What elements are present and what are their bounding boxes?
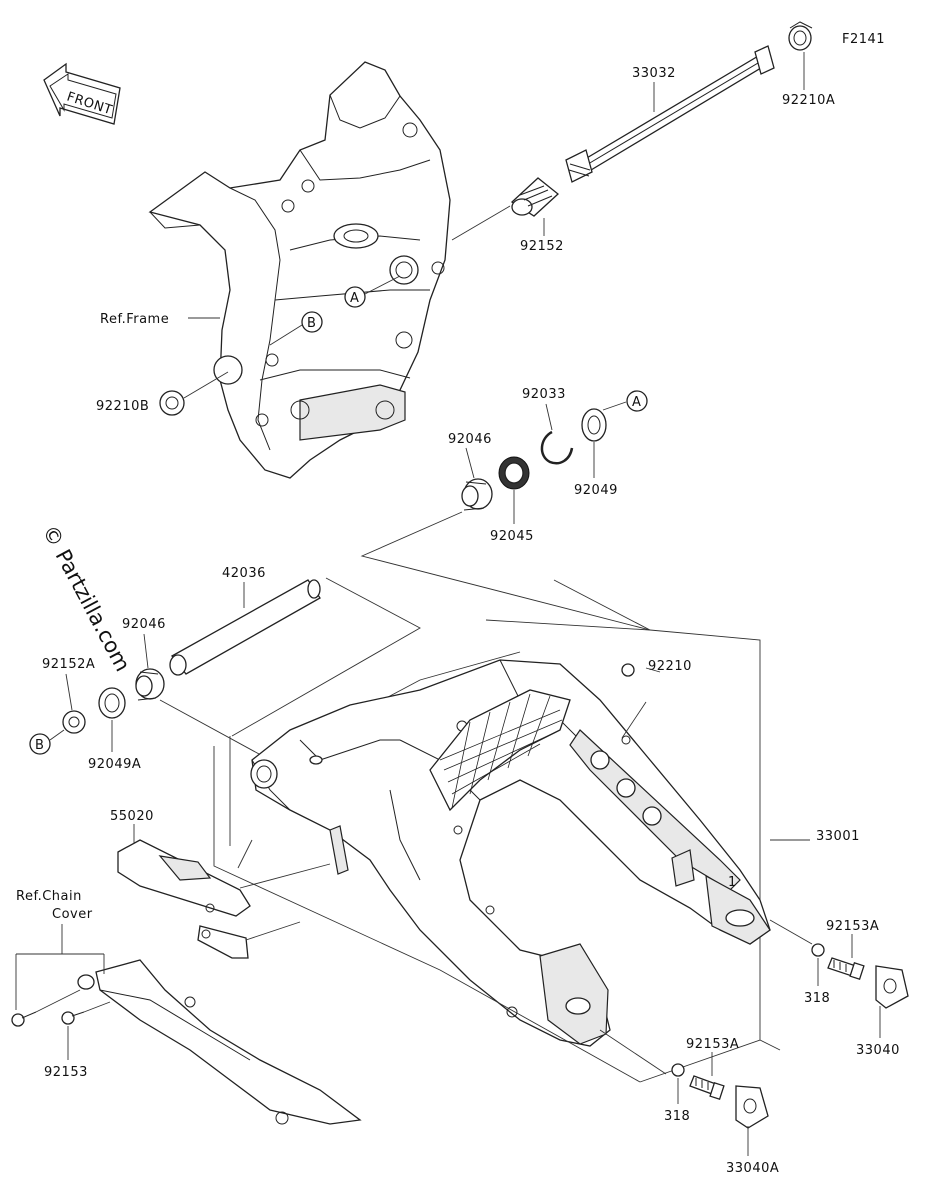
label-318-bottom: 318	[664, 1109, 690, 1124]
label-42036: 42036	[222, 566, 266, 581]
chain-guard-55020	[117, 839, 251, 959]
sleeve-42036	[169, 579, 321, 676]
bolt-92153a-bottom	[689, 1075, 725, 1101]
bearing-92045	[498, 456, 530, 490]
collar-92152a	[62, 710, 86, 734]
callout-b-collar: B	[29, 729, 65, 755]
svg-text:B: B	[35, 738, 44, 753]
label-318-right: 318	[804, 991, 830, 1006]
svg-text:1: 1	[728, 875, 737, 890]
watermark: © Partzilla.com	[38, 521, 135, 675]
callout-a-seal: A	[602, 390, 648, 412]
bolt-92153-a	[11, 1011, 37, 1027]
label-ref-chain-cover-line1: Ref.Chain	[16, 889, 82, 904]
label-92046-top: 92046	[448, 432, 492, 447]
label-33040a: 33040A	[726, 1161, 779, 1176]
label-ref-frame: Ref.Frame	[100, 312, 169, 327]
callout-b-frame: B	[269, 311, 323, 346]
oil-seal-92049	[581, 408, 607, 442]
label-92210b: 92210B	[96, 399, 149, 414]
plate-33040a	[735, 1085, 769, 1129]
label-92153: 92153	[44, 1065, 88, 1080]
nut-92210a	[788, 21, 813, 51]
nut-92210b	[159, 390, 185, 416]
nut-92210	[621, 663, 635, 677]
label-92210: 92210	[648, 659, 692, 674]
label-92152: 92152	[520, 239, 564, 254]
front-arrow-icon: FRONT	[43, 62, 121, 125]
svg-text:B: B	[307, 316, 316, 331]
bolt-92153a-right	[827, 957, 865, 981]
bearing-92046-left	[135, 668, 165, 701]
bearing-92046-right	[461, 478, 493, 511]
circlip-92033	[540, 430, 574, 465]
label-92153a-bottom: 92153A	[686, 1037, 739, 1052]
label-92152a: 92152A	[42, 657, 95, 672]
label-55020: 55020	[110, 809, 154, 824]
label-92210a: 92210A	[782, 93, 835, 108]
label-92049: 92049	[574, 483, 618, 498]
label-33001: 33001	[816, 829, 860, 844]
figure-code: F2141	[842, 32, 885, 47]
bolt-92153-b	[61, 1011, 85, 1025]
label-92045: 92045	[490, 529, 534, 544]
label-33032: 33032	[632, 66, 676, 81]
label-92049a: 92049A	[88, 757, 141, 772]
pivot-shaft-33032	[565, 45, 775, 183]
oil-seal-92049a	[98, 687, 126, 719]
nut-318-right	[811, 943, 825, 957]
label-33040: 33040	[856, 1043, 900, 1058]
svg-text:A: A	[350, 291, 359, 306]
collar-92152	[510, 177, 559, 217]
frame-reference	[148, 61, 451, 479]
callout-index-1: 1	[728, 875, 737, 890]
chain-cover-reference	[77, 959, 362, 1125]
callout-a-frame: A	[344, 275, 401, 308]
label-ref-chain-cover-line2: Cover	[52, 907, 93, 922]
swingarm-mesh-guard	[429, 689, 571, 812]
svg-text:A: A	[632, 395, 641, 410]
label-92046-left: 92046	[122, 617, 166, 632]
label-92153a-right: 92153A	[826, 919, 879, 934]
plate-33040	[875, 965, 909, 1009]
nut-318-bottom	[671, 1063, 685, 1077]
swingarm-33001	[250, 659, 771, 1047]
label-92033: 92033	[522, 387, 566, 402]
